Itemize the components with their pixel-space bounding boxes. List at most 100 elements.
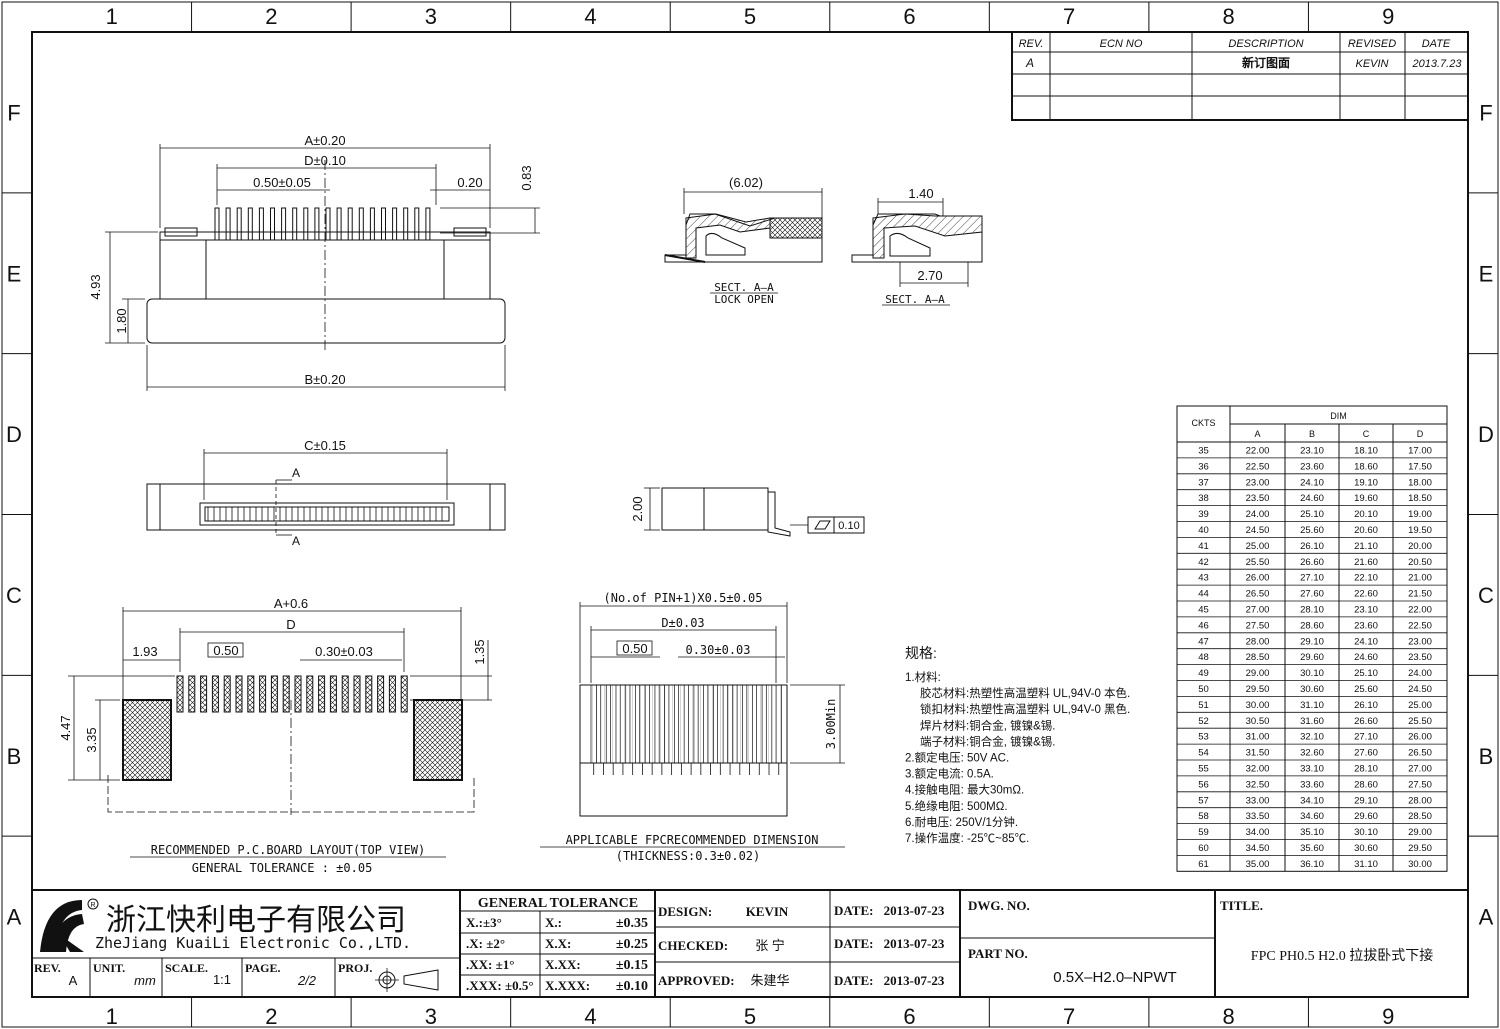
side-view: 2.00 0.10 — [630, 487, 865, 537]
top-view: A±0.20 D±0.10 0.50±0.05 0.20 0.83 4.93 1… — [88, 133, 540, 391]
dim-table-cell: 61 — [1198, 859, 1209, 870]
dim-table-cell: 35.10 — [1300, 827, 1324, 838]
dim-table-cell: 26.00 — [1408, 732, 1432, 743]
zone-row-D-right: D — [1478, 422, 1494, 447]
dim-table-cell: 35.60 — [1300, 843, 1324, 854]
approved-label: APPROVED: — [658, 973, 735, 988]
fpc-dim-width: 0.30±0.03 — [685, 643, 750, 657]
dim-table-cell: 60 — [1198, 843, 1209, 854]
top-pin — [281, 207, 287, 241]
dim-table-cell: 18.50 — [1408, 493, 1432, 504]
zone-row-F-right: F — [1479, 100, 1492, 125]
section-lock-open: (6.02) SECT. A–A LOCK OPEN — [664, 175, 823, 306]
dim-table-cell: 26.50 — [1408, 748, 1432, 759]
zone-col-1-top: 1 — [106, 4, 118, 29]
dim-table-cell: 26.10 — [1354, 700, 1378, 711]
dim-section-closed-top: 1.40 — [908, 186, 933, 201]
dim-table-cell: 23.50 — [1408, 652, 1432, 663]
top-pin — [258, 207, 264, 241]
dim-table-cell: 42 — [1198, 557, 1209, 568]
dim-pitch: 0.50±0.05 — [253, 175, 311, 190]
rev-header-ecn: ECN NO — [1100, 38, 1143, 50]
pcb-dim-pitch: 0.50 — [213, 643, 238, 658]
pcb-pad — [259, 675, 267, 713]
pcb-pad — [329, 675, 337, 713]
zone-row-B-left: B — [7, 744, 22, 769]
dim-a: A±0.20 — [304, 133, 345, 148]
dim-table-cell: 26.60 — [1300, 557, 1324, 568]
front-view: C±0.15 A A — [146, 438, 506, 548]
dim-table-cell: 29.60 — [1300, 652, 1324, 663]
dim-table-cell: 31.10 — [1354, 859, 1378, 870]
dim-table-cell: 24.10 — [1300, 477, 1324, 488]
dim-table-cell: 19.00 — [1408, 509, 1432, 520]
zone-col-9-bottom: 9 — [1382, 1004, 1394, 1029]
rev-row-rev: A — [1025, 56, 1034, 70]
dim-table-cell: 23.50 — [1246, 493, 1270, 504]
title-value: FPC PH0.5 H2.0 拉拔卧式下接 — [1251, 947, 1433, 964]
dim-table-cell: 30.60 — [1300, 684, 1324, 695]
top-pin — [247, 207, 253, 241]
rev-row-date: 2013.7.23 — [1412, 58, 1463, 70]
zone-row-E-left: E — [7, 261, 22, 286]
tol-decimal-value-0: ±0.35 — [616, 916, 648, 931]
dim-table-cell: 30.00 — [1408, 859, 1432, 870]
top-pin — [336, 207, 342, 241]
top-pin — [314, 207, 320, 241]
dim-table-cell: 28.10 — [1300, 605, 1324, 616]
pcb-pad — [270, 675, 278, 713]
dim-table-cell: 30.10 — [1354, 827, 1378, 838]
dim-table-cell: 21.60 — [1354, 557, 1378, 568]
approved-value: 朱建华 — [750, 973, 789, 988]
top-pin — [392, 207, 398, 241]
dim-table-cell: 31.60 — [1300, 716, 1324, 727]
dim-table-cell: 52 — [1198, 716, 1209, 727]
dim-table-cell: 25.10 — [1300, 509, 1324, 520]
dim-c: C±0.15 — [304, 438, 346, 453]
dim-table-cell: 28.60 — [1300, 620, 1324, 631]
section-mark-bottom: A — [292, 534, 300, 548]
dim-table-cell: 28.60 — [1354, 779, 1378, 790]
specifications: 规格: 1.材料:胶芯材料:热塑性高温塑料 UL,94V-0 本色.锁扣材料:热… — [905, 645, 1130, 845]
pcb-pad — [353, 675, 361, 713]
fpc-finger — [658, 684, 666, 764]
tol-decimal-value-3: ±0.10 — [616, 979, 648, 994]
dim-table-cell: 34.60 — [1300, 811, 1324, 822]
dim-table-cell: 21.00 — [1408, 573, 1432, 584]
fpc-finger — [727, 684, 734, 764]
dim-table-cell: 56 — [1198, 779, 1209, 790]
pcb-pad — [247, 675, 255, 713]
section-mark-top: A — [292, 466, 300, 480]
dim-table-cell: 25.60 — [1354, 684, 1378, 695]
dim-table-col-B: B — [1309, 429, 1315, 439]
scale-value: 1:1 — [213, 972, 231, 987]
dim-table-cell: 22.10 — [1354, 573, 1378, 584]
dim-table-cell: 27.60 — [1300, 589, 1324, 600]
dim-table-cell: 54 — [1198, 748, 1209, 759]
dim-table-cell: 18.10 — [1354, 446, 1378, 457]
spec-line-4: 端子材料:铜合金, 镀镍&锡. — [920, 734, 1055, 748]
dim-table-cell: 31.10 — [1300, 700, 1324, 711]
top-pin — [414, 207, 420, 241]
dim-table-cell: 28.00 — [1408, 795, 1432, 806]
dim-height: 4.93 — [88, 274, 103, 299]
pcb-dim-pad-height: 1.35 — [472, 639, 487, 664]
spec-line-10: 7.操作温度: -25℃~85℃. — [905, 831, 1029, 845]
dim-table-cell: 23.00 — [1408, 636, 1432, 647]
fpc-finger — [756, 684, 763, 764]
tol-angle-2: .XX: ±1° — [466, 957, 514, 972]
dim-table-col-A: A — [1254, 429, 1260, 439]
pcb-pad — [388, 675, 396, 713]
dim-table-cell: 26.50 — [1246, 589, 1270, 600]
projection-symbol-icon — [375, 968, 439, 992]
dim-table-cell: 26.60 — [1354, 716, 1378, 727]
dim-table-cell: 36 — [1198, 461, 1209, 472]
dim-table-cell: 28.50 — [1246, 652, 1270, 663]
dim-table-cell: 21.50 — [1408, 589, 1432, 600]
dim-table-cell: 24.00 — [1408, 668, 1432, 679]
tol-decimal-label-2: X.XX: — [545, 957, 581, 972]
zone-row-B-right: B — [1479, 744, 1494, 769]
spec-line-3: 焊片材料:铜合金, 镀镍&锡. — [920, 718, 1055, 732]
